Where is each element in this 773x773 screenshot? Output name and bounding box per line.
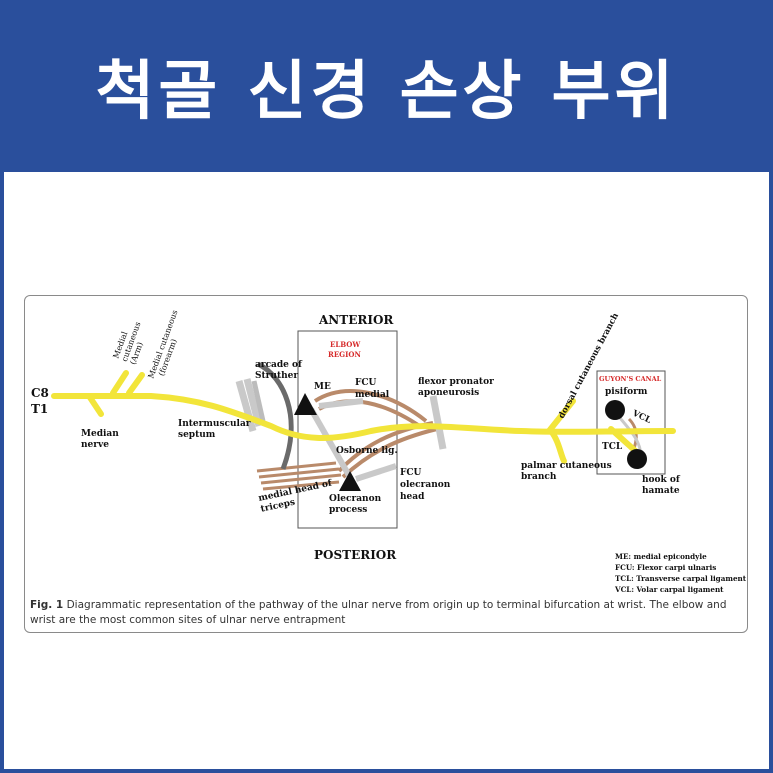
caption-label: Fig. 1: [30, 599, 64, 611]
elbow-region-label-2: REGION: [328, 350, 362, 359]
arcade-label-2: Struther: [255, 371, 298, 381]
hook-of-hamate-label-1: hook of: [642, 475, 681, 485]
palmar-cutaneous-label-2: branch: [521, 472, 557, 482]
fcu-olecranon-label-3: head: [400, 492, 425, 502]
page-title: 척골 신경 손상 부위: [95, 55, 678, 129]
flexor-pronator-label-2: aponeurosis: [418, 388, 479, 398]
intermuscular-label-1: Intermuscular: [178, 419, 251, 429]
figure-caption: Fig. 1 Diagrammatic representation of th…: [30, 598, 745, 628]
guyons-canal-label: GUYON'S CANAL: [599, 375, 662, 383]
medial-cutaneous-arm-label: Medial cutaneous (Arm): [111, 321, 144, 366]
anterior-label: ANTERIOR: [318, 313, 394, 327]
me-label: ME: [314, 382, 331, 392]
osborne-label: Osborne lig.: [336, 446, 398, 456]
ulnar-nerve: [51, 370, 676, 464]
medial-epicondyle-marker: [294, 393, 317, 415]
arcade-label-1: arcade of: [255, 360, 303, 370]
olecranon-label-1: Olecranon: [329, 494, 382, 504]
tcl-label: TCL: [602, 442, 623, 452]
legend-item: TCL: Transverse carpal ligament: [615, 574, 747, 583]
pisiform-label: pisiform: [605, 387, 648, 397]
flexor-pronator-aponeurosis: [429, 395, 447, 450]
hook-of-hamate-marker: [627, 449, 647, 469]
guyons-canal-box: [596, 370, 666, 475]
c8-label: C8: [31, 386, 49, 400]
flexor-pronator-label-1: flexor pronator: [418, 377, 494, 387]
palmar-cutaneous-label-1: palmar cutaneous: [521, 461, 612, 471]
abbreviation-legend: ME: medial epicondyle FCU: Flexor carpi …: [614, 552, 747, 594]
t1-label: T1: [31, 402, 48, 416]
legend-item: FCU: Flexor carpi ulnaris: [615, 563, 716, 572]
fcu-medial-label-2: medial: [355, 390, 390, 400]
olecranon-marker: [339, 471, 361, 491]
figure-card: ANTERIOR POSTERIOR C8 T1 Medial cutaneou…: [24, 295, 748, 633]
ulnar-nerve-diagram: ANTERIOR POSTERIOR C8 T1 Medial cutaneou…: [31, 309, 747, 594]
fcu-olecranon-label-1: FCU: [400, 468, 422, 478]
posterior-label: POSTERIOR: [314, 548, 397, 562]
fcu-olecranon-label-2: olecranon: [400, 480, 451, 490]
intermuscular-label-2: septum: [178, 430, 216, 440]
medial-head-triceps-label: medial head of triceps: [258, 478, 334, 514]
hook-of-hamate-label-2: hamate: [642, 486, 680, 496]
fcu-medial-label-1: FCU: [355, 378, 377, 388]
elbow-region-label-1: ELBOW: [330, 340, 360, 349]
medial-head-triceps: [256, 461, 342, 491]
legend-item: VCL: Volar carpal ligament: [614, 585, 724, 594]
medial-cutaneous-forearm-label: Medial cutaneous (forearm): [146, 309, 179, 380]
caption-text: Diagrammatic representation of the pathw…: [30, 599, 727, 626]
legend-item: ME: medial epicondyle: [615, 552, 707, 561]
pisiform-marker: [605, 400, 625, 420]
olecranon-label-2: process: [329, 505, 367, 515]
title-banner: 척골 신경 손상 부위: [0, 0, 773, 172]
median-nerve-label-1: Median: [81, 429, 119, 439]
median-nerve-label-2: nerve: [81, 440, 109, 450]
osborne-ligament: [308, 398, 397, 482]
